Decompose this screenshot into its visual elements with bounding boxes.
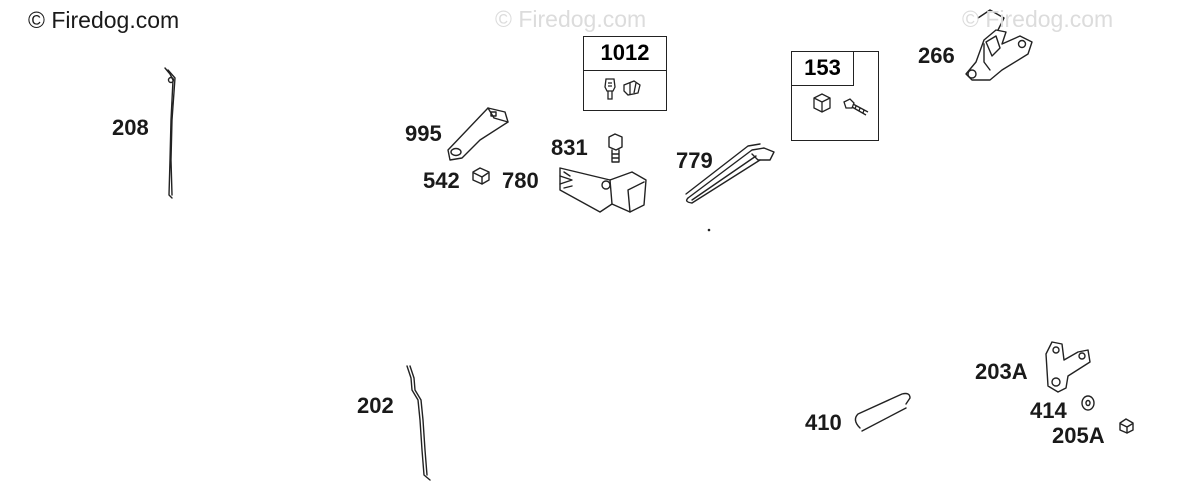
part-410-rod	[854, 392, 911, 432]
label-780: 780	[502, 168, 539, 193]
part-995-bracket	[447, 107, 509, 161]
part-779-pin	[685, 143, 775, 232]
part-205a-bolt	[1119, 418, 1134, 434]
label-203a: 203A	[975, 359, 1028, 384]
label-542: 542	[423, 168, 460, 193]
label-266: 266	[918, 43, 955, 68]
part-266-bracket	[965, 9, 1033, 81]
kit-153-hardware-icon	[813, 93, 869, 116]
watermark-faint-1: © Firedog.com	[495, 6, 647, 32]
kit-1012-box: 1012	[583, 36, 667, 111]
kit-1012-label: 1012	[584, 37, 666, 71]
kit-1012-hardware-icon	[604, 78, 641, 100]
part-414-washer	[1081, 395, 1095, 411]
kit-153-label: 153	[792, 52, 854, 86]
label-995: 995	[405, 121, 442, 146]
label-410: 410	[805, 410, 842, 435]
watermark-faint-2: © Firedog.com	[962, 6, 1114, 32]
label-205a: 205A	[1052, 423, 1105, 448]
kit-153-box: 153	[791, 51, 879, 141]
part-542-bolt	[472, 167, 490, 185]
label-414: 414	[1030, 398, 1067, 423]
label-202: 202	[357, 393, 394, 418]
label-208: 208	[112, 115, 149, 140]
part-831-bolt	[608, 133, 623, 163]
part-208-rod	[164, 67, 176, 199]
label-831: 831	[551, 135, 588, 160]
watermark-main: © Firedog.com	[28, 7, 180, 33]
label-779: 779	[676, 148, 713, 173]
part-202-rod	[406, 365, 431, 481]
part-780-plate	[559, 167, 647, 213]
part-203a-bracket	[1045, 341, 1091, 393]
